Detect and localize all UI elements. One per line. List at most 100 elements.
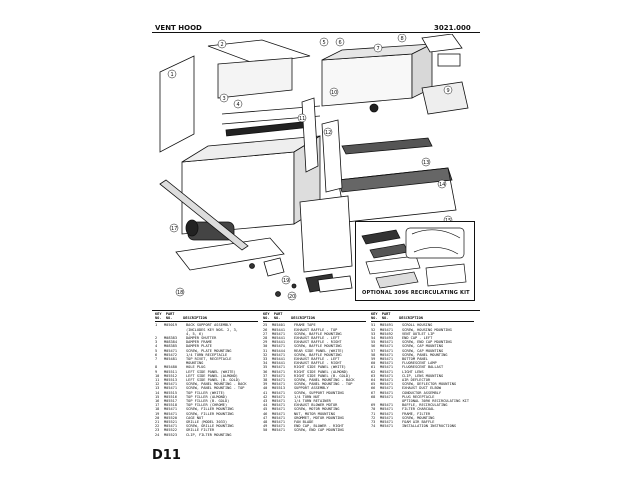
column-header: KEY PART NO. NO. DESCRIPTION [371,312,474,323]
small-bracket [263,257,285,277]
part-number: M05471 [272,373,285,378]
table-row: OPTIONAL 3096 RECIRCULATING KIT [371,399,474,403]
part-description: 1/4 TURN RETAINER [294,399,331,404]
part-description: FLUORESCENT BALLAST [402,365,444,370]
part-number: M05401 [272,323,285,328]
column-header: KEY PART NO. NO. DESCRIPTION [263,312,366,323]
part-number: M05471 [380,357,393,362]
key-number: 15 [155,394,160,399]
key-number: 17 [155,403,160,408]
part-description: EXHAUST BAFFLE - RIGHT [294,361,342,366]
key-number: 52 [371,327,376,332]
svg-text:9: 9 [447,88,450,94]
key-number: 50 [263,428,268,433]
key-number: 5 [155,348,158,353]
svg-text:12: 12 [325,130,331,136]
part-description: SCREW, PANEL MOUNTING - TOP [294,382,353,387]
part-number: M05471 [380,390,393,395]
part-description: END CAP - LEFT [402,336,433,341]
part-description: TOP FILLER (CHROME) [186,403,228,408]
part-number: M05471 [380,382,393,387]
key-number: 3 [155,340,158,345]
part-number: M05521 [164,420,177,425]
key-number: 46 [263,411,268,416]
key-number: 29 [263,340,268,345]
column-header: KEY PART NO. NO. DESCRIPTION [155,312,258,323]
part-number: M05523 [164,432,177,437]
part-description: FLUORESCENT LAMP [402,361,437,366]
part-number: M05517 [164,399,177,404]
grille-bar [225,121,305,137]
key-number: 12 [155,382,160,387]
part-number: M05511 [164,369,177,374]
part-description: OPTIONAL 3096 RECIRCULATING KIT [402,399,470,404]
part-description: VENT OUTLET LIP [402,331,435,336]
key-number: 39 [263,382,268,387]
part-description: FOAM AIR BAFFLE [402,420,435,425]
key-number: 10 [155,373,160,378]
key-number: 67 [371,390,376,395]
key-number: 73 [371,420,376,425]
part-number: M05471 [272,365,285,370]
part-description: GROMMET, MOTOR MOUNTING [294,415,344,420]
part-number: M05481 [164,357,177,362]
part-description: 4, 5, 6) [186,331,204,336]
part-number: M05471 [380,348,393,353]
model-code: 3021.000 [434,24,471,32]
key-number: 34 [263,361,268,366]
key-number: 23 [155,428,160,433]
key-number: 72 [371,415,376,420]
part-description: EXHAUST DUCT ELBOW [402,386,441,391]
svg-text:4: 4 [237,102,240,108]
part-description: SCREW, CAP MOUNTING [402,344,444,349]
page-title: VENT HOOD [155,24,202,32]
part-number: M05471 [272,428,285,433]
part-description: LEFT SIDE PANEL (ALMOND) [186,373,238,378]
part-number: M05480 [164,365,177,370]
svg-text:3: 3 [223,96,226,102]
key-number: 47 [263,415,268,420]
part-number: M05520 [164,415,177,420]
part-number: M05491 [380,323,393,328]
front-trim [159,179,249,251]
part-number: M05516 [164,394,177,399]
part-description: REAR SIDE PANEL (WHITE) [294,348,344,353]
part-number: M05471 [380,411,393,416]
part-description: EXHAUST BAFFLE - RIGHT [294,340,342,345]
part-description: BOTTOM PANEL [402,357,428,362]
part-description: SCREW, MOUNTING [402,415,435,420]
part-number: M05471 [272,382,285,387]
part-number: M05471 [164,407,177,412]
part-description: LEFT SIDE PANEL (WHITE) [186,369,236,374]
key-number: 30 [263,344,268,349]
key-number: 20 [155,415,160,420]
